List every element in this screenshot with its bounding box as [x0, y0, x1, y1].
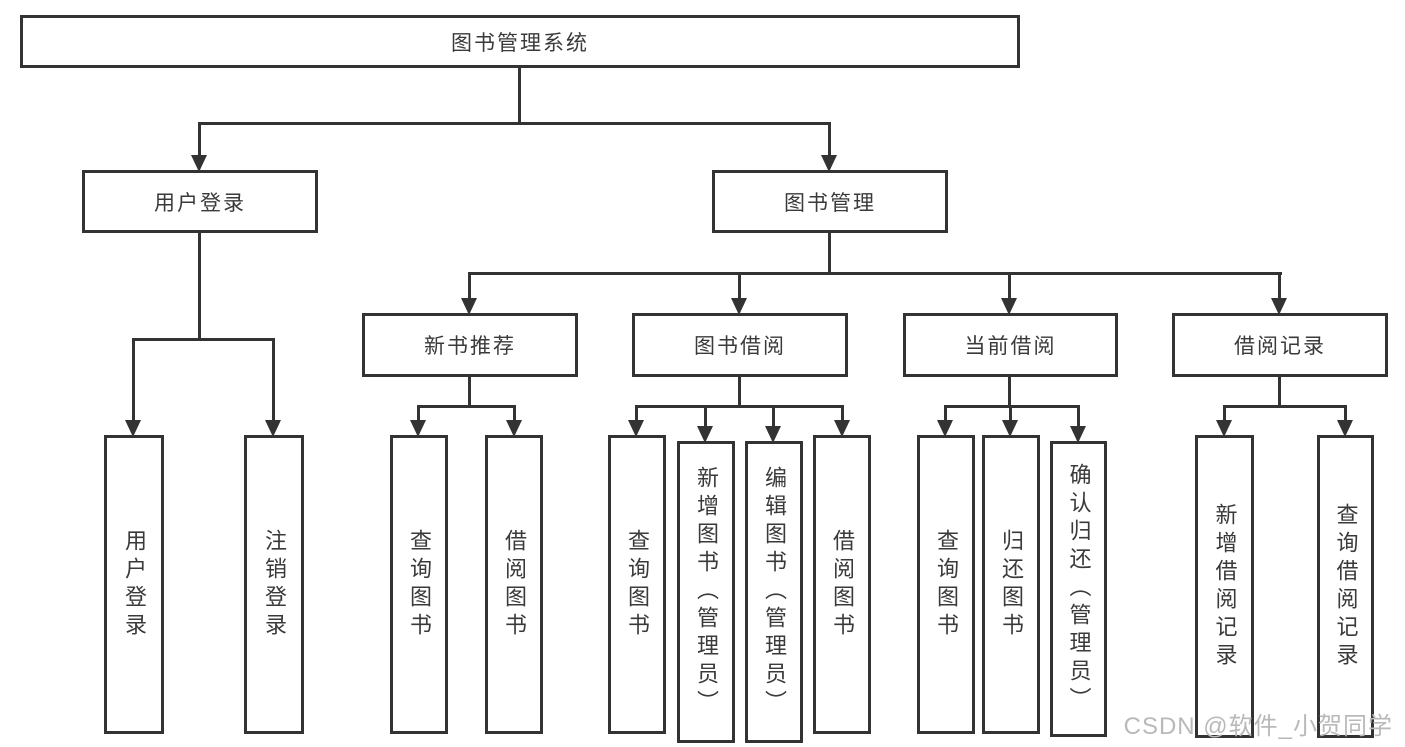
connector-line	[738, 377, 741, 407]
node-borrow-records-label: 借阅记录	[1234, 335, 1326, 358]
connector-line	[468, 272, 1282, 275]
node-user-login: 用户登录	[82, 170, 318, 233]
connector-line	[828, 233, 831, 274]
connector-arrow	[937, 405, 953, 437]
connector-line	[468, 377, 471, 407]
leaf-logout: 注销登录	[244, 435, 304, 734]
leaf-records-query-record-label: 查询借阅记录	[1333, 502, 1359, 671]
node-new-book-recommend: 新书推荐	[362, 313, 578, 377]
leaf-current-query-books-label: 查询图书	[934, 528, 959, 641]
leaf-records-query-record: 查询借阅记录	[1317, 435, 1374, 738]
leaf-recommend-borrow-books-label: 借阅图书	[502, 528, 527, 641]
connector-arrow	[506, 405, 522, 437]
leaf-borrowing-edit-books-admin-label: 编辑图书（管理员）	[762, 466, 787, 718]
leaf-user-login: 用户登录	[104, 435, 164, 734]
leaf-current-query-books: 查询图书	[917, 435, 975, 734]
connector-arrow	[191, 122, 207, 172]
node-book-management: 图书管理	[712, 170, 948, 233]
node-book-borrowing-label: 图书借阅	[694, 335, 786, 358]
connector-arrow	[731, 272, 747, 315]
node-new-book-recommend-label: 新书推荐	[424, 335, 516, 358]
connector-arrow	[1070, 405, 1086, 443]
connector-arrow	[1271, 272, 1287, 315]
node-library-system: 图书管理系统	[20, 15, 1020, 68]
node-current-borrowing: 当前借阅	[903, 313, 1118, 377]
connector-line	[198, 233, 201, 340]
leaf-borrowing-edit-books-admin: 编辑图书（管理员）	[745, 441, 803, 743]
connector-line	[1008, 377, 1011, 407]
leaf-records-add-record-label: 新增借阅记录	[1212, 502, 1238, 671]
leaf-recommend-query-books: 查询图书	[390, 435, 448, 734]
leaf-recommend-borrow-books: 借阅图书	[485, 435, 543, 734]
leaf-borrowing-query-books: 查询图书	[608, 435, 666, 734]
node-book-borrowing: 图书借阅	[632, 313, 848, 377]
connector-line	[417, 405, 516, 408]
leaf-current-confirm-return-admin-label: 确认归还（管理员）	[1066, 463, 1092, 715]
node-library-system-label: 图书管理系统	[451, 31, 589, 55]
leaf-borrowing-add-books-admin: 新增图书（管理员）	[677, 441, 735, 743]
leaf-records-add-record: 新增借阅记录	[1195, 435, 1254, 738]
leaf-current-return-books-label: 归还图书	[999, 528, 1024, 641]
connector-arrow	[1001, 272, 1017, 315]
connector-arrow	[125, 338, 141, 437]
connector-line	[944, 405, 1080, 408]
leaf-recommend-query-books-label: 查询图书	[407, 528, 432, 641]
node-book-management-label: 图书管理	[784, 191, 876, 215]
watermark: CSDN @软件_小贺同学	[1123, 713, 1393, 740]
connector-line	[198, 122, 831, 125]
leaf-borrowing-borrow-books: 借阅图书	[813, 435, 871, 734]
connector-arrow	[1002, 405, 1018, 437]
connector-arrow	[765, 405, 781, 443]
connector-line	[635, 405, 844, 408]
leaf-user-login-label: 用户登录	[122, 528, 147, 641]
leaf-current-confirm-return-admin: 确认归还（管理员）	[1050, 441, 1107, 737]
leaf-logout-label: 注销登录	[262, 528, 287, 641]
leaf-borrowing-add-books-admin-label: 新增图书（管理员）	[694, 466, 719, 718]
connector-arrow	[628, 405, 644, 437]
connector-arrow	[1216, 405, 1232, 437]
node-user-login-label: 用户登录	[154, 191, 246, 215]
node-borrow-records: 借阅记录	[1172, 313, 1388, 377]
connector-line	[1223, 405, 1346, 408]
connector-line	[518, 68, 521, 124]
connector-arrow	[821, 122, 837, 172]
leaf-current-return-books: 归还图书	[982, 435, 1040, 734]
node-current-borrowing-label: 当前借阅	[964, 335, 1057, 358]
connector-arrow	[410, 405, 426, 437]
connector-arrow	[697, 405, 713, 443]
connector-arrow	[834, 405, 850, 437]
connector-line	[1278, 377, 1281, 407]
connector-line	[132, 338, 275, 341]
connector-arrow	[265, 338, 281, 437]
leaf-borrowing-query-books-label: 查询图书	[625, 528, 650, 641]
connector-arrow	[461, 272, 477, 315]
leaf-borrowing-borrow-books-label: 借阅图书	[830, 528, 855, 641]
connector-arrow	[1337, 405, 1353, 437]
